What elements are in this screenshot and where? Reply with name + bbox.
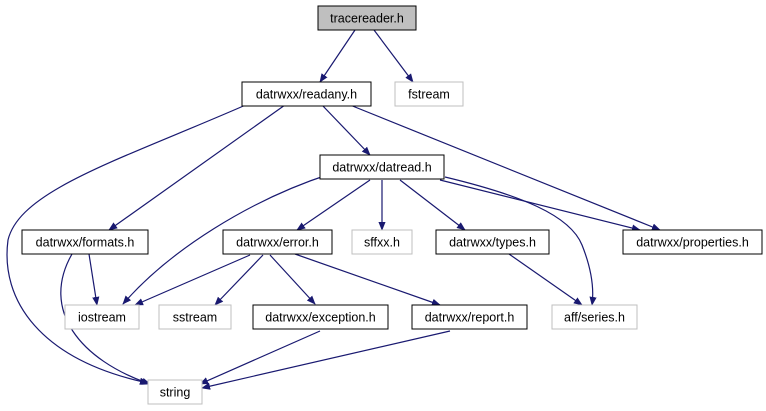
edge-formats-string <box>60 253 151 385</box>
node-label: aff/series.h <box>564 311 625 325</box>
node-label: sffxx.h <box>364 236 400 250</box>
node-fstream[interactable]: fstream <box>394 81 464 107</box>
node-label: fstream <box>408 88 450 102</box>
edge-types-series <box>508 253 583 306</box>
node-readany[interactable]: datrwxx/readany.h <box>241 81 372 107</box>
node-label: sstream <box>173 311 217 325</box>
edge-datread-series <box>444 176 597 306</box>
edge-datread-iostream <box>122 173 331 305</box>
node-error[interactable]: datrwxx/error.h <box>222 229 333 255</box>
node-datread[interactable]: datrwxx/datread.h <box>319 154 445 180</box>
node-label: string <box>160 386 191 400</box>
edge-datread-properties <box>439 179 641 232</box>
node-label: datrwxx/datread.h <box>332 161 431 175</box>
edge-readany-datread <box>321 104 371 156</box>
edge-formats-iostream <box>88 253 100 306</box>
edge-readany-string <box>6 103 249 385</box>
node-label: datrwxx/formats.h <box>36 236 135 250</box>
node-sstream[interactable]: sstream <box>158 304 232 330</box>
node-tracereader[interactable]: tracereader.h <box>317 5 417 31</box>
edge-readany-properties <box>349 104 661 231</box>
edge-error-exception <box>269 254 316 305</box>
edge-error-iostream <box>134 254 251 306</box>
edge-readany-formats <box>108 104 286 231</box>
edge-datread-error <box>296 179 371 231</box>
edge-tracereader-fstream <box>373 29 414 83</box>
node-label: datrwxx/error.h <box>236 236 319 250</box>
node-series[interactable]: aff/series.h <box>551 304 638 330</box>
node-label: datrwxx/exception.h <box>265 311 376 325</box>
node-types[interactable]: datrwxx/types.h <box>435 229 550 255</box>
node-sffxx[interactable]: sffxx.h <box>351 229 413 255</box>
edge-tracereader-readany <box>319 29 356 83</box>
node-label: datrwxx/properties.h <box>636 236 749 250</box>
nodes: tracereader.h datrwxx/readany.h fstream … <box>21 5 763 405</box>
node-iostream[interactable]: iostream <box>64 304 140 330</box>
edge-error-report <box>294 253 441 306</box>
node-string[interactable]: string <box>147 379 203 405</box>
node-label: iostream <box>78 311 126 325</box>
node-label: datrwxx/report.h <box>425 311 515 325</box>
node-exception[interactable]: datrwxx/exception.h <box>252 304 389 330</box>
node-label: tracereader.h <box>330 12 404 26</box>
node-properties[interactable]: datrwxx/properties.h <box>622 229 763 255</box>
edge-datread-types <box>399 179 466 231</box>
node-report[interactable]: datrwxx/report.h <box>411 304 528 330</box>
node-label: datrwxx/types.h <box>449 236 536 250</box>
edge-exception-string <box>199 330 321 385</box>
edges <box>6 29 661 390</box>
edge-report-string <box>201 330 451 390</box>
node-formats[interactable]: datrwxx/formats.h <box>21 229 149 255</box>
node-label: datrwxx/readany.h <box>256 88 357 102</box>
edge-error-sstream <box>214 254 264 306</box>
